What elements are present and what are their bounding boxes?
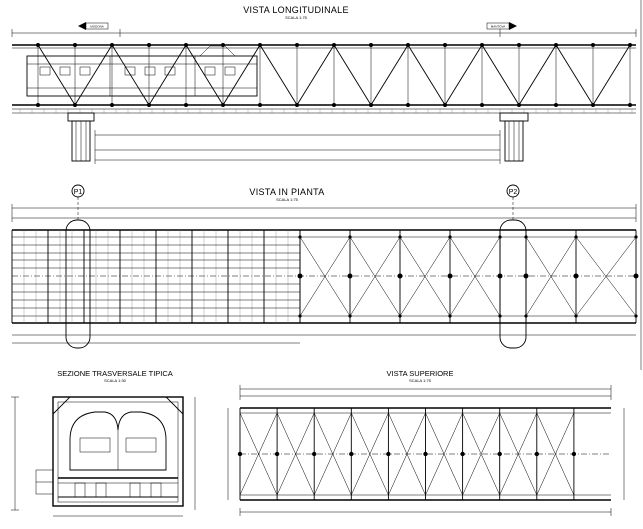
top-node — [274, 451, 280, 457]
cross-section-view: SEZIONE TRASVERSALE TIPICA SCALA 1:30 — [11, 369, 196, 517]
plan-node — [573, 273, 579, 279]
plan-node — [447, 273, 453, 279]
truss-diagonal — [259, 44, 298, 106]
top-node — [349, 451, 354, 457]
truss-node — [184, 103, 188, 107]
truss-node — [110, 103, 114, 107]
pier-p2-label: P2 — [509, 189, 518, 196]
top-brace — [276, 412, 315, 496]
truss-diagonal — [333, 44, 372, 106]
longitudinal-scale: SCALA 1:75 — [285, 15, 308, 20]
truss-node — [480, 103, 484, 107]
truss-diagonal — [111, 44, 150, 106]
truss-node — [443, 43, 447, 47]
direction-right-label: MANTOVA — [491, 25, 506, 29]
truss-node — [258, 103, 262, 107]
truss-node — [332, 103, 336, 107]
truss-diagonal — [296, 44, 335, 106]
truss-diagonal — [37, 44, 76, 106]
plan-wind-bracing — [297, 230, 639, 323]
plan-brace — [575, 236, 637, 317]
truss-node — [628, 43, 632, 47]
section-title: SEZIONE TRASVERSALE TIPICA — [57, 369, 173, 378]
direction-left-label: MODONA — [90, 25, 104, 29]
truss-node — [591, 43, 595, 47]
plan-brace — [299, 236, 351, 317]
truss-diagonal — [74, 44, 113, 106]
truss-node — [628, 103, 632, 107]
top-brace — [536, 412, 575, 496]
pier-p1-label: P1 — [74, 189, 83, 196]
top-view-title: VISTA SUPERIORE — [387, 369, 454, 378]
top-view: VISTA SUPERIORE SCALA 1:75 — [227, 369, 625, 516]
truss-node — [36, 103, 40, 107]
top-node — [534, 451, 539, 457]
truss-diagonal — [444, 44, 483, 106]
plan-brace — [399, 236, 451, 317]
longitudinal-title: VISTA LONGITUDINALE — [243, 5, 349, 15]
plan-node — [297, 273, 303, 279]
top-view-bracing — [237, 408, 577, 500]
truss-node — [147, 43, 151, 47]
plan-deck-grid — [11, 230, 301, 323]
truss-diagonal — [222, 44, 261, 106]
truss-node — [554, 103, 558, 107]
longitudinal-view: VISTA LONGITUDINALE SCALA 1:75 MODONA MA… — [11, 5, 637, 164]
top-brace — [462, 412, 500, 496]
plan-node — [347, 273, 353, 279]
plan-scale: SCALA 1:75 — [276, 197, 299, 202]
plan-brace — [449, 236, 501, 317]
plan-node — [497, 273, 503, 279]
longitudinal-truss — [19, 43, 633, 113]
pier-p1-elevation — [67, 112, 95, 162]
truss-diagonal — [407, 44, 446, 106]
train-cross-section — [69, 411, 167, 471]
top-node — [497, 451, 502, 457]
top-brace — [351, 412, 389, 496]
plan-node — [633, 273, 639, 279]
truss-node — [221, 43, 225, 47]
plan-node — [523, 273, 529, 279]
truss-node — [517, 43, 521, 47]
truss-diagonal — [370, 44, 409, 106]
truss-node — [406, 103, 410, 107]
truss-node — [73, 43, 77, 47]
plan-title: VISTA IN PIANTA — [249, 187, 324, 197]
top-view-scale: SCALA 1:75 — [409, 378, 432, 383]
top-brace — [388, 412, 426, 496]
plan-brace — [525, 236, 577, 317]
plan-brace — [349, 236, 401, 317]
pier-p2-elevation — [499, 112, 529, 162]
plan-view: VISTA IN PIANTA SCALA 1:75 P1 P2 — [11, 184, 639, 349]
truss-diagonal — [518, 44, 557, 106]
top-brace — [313, 412, 352, 496]
top-node — [460, 451, 465, 457]
plan-node — [397, 273, 403, 279]
truss-node — [369, 43, 373, 47]
top-brace — [425, 412, 463, 496]
top-node — [312, 451, 317, 457]
section-scale: SCALA 1:30 — [104, 378, 127, 383]
truss-diagonal — [185, 44, 224, 106]
truss-diagonal — [592, 44, 631, 106]
top-brace — [239, 412, 278, 496]
top-brace — [499, 412, 538, 496]
top-node — [423, 451, 428, 457]
truss-diagonal — [555, 44, 594, 106]
truss-diagonal — [481, 44, 520, 106]
top-node — [571, 451, 577, 457]
train-silhouette — [26, 45, 258, 97]
top-node — [237, 451, 243, 457]
truss-node — [295, 43, 299, 47]
direction-arrow-right: MANTOVA — [486, 22, 517, 30]
direction-arrow-left: MODONA — [78, 22, 109, 30]
truss-diagonal — [148, 44, 187, 106]
top-node — [386, 451, 391, 457]
